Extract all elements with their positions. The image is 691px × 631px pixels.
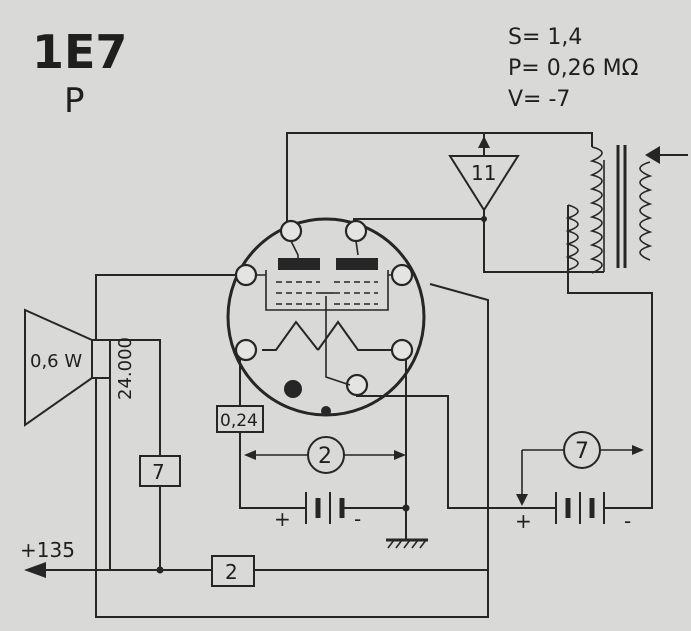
tube-pin-7 [345, 373, 369, 397]
tube-pin-5 [234, 338, 258, 362]
input-ref-label: 11 [471, 161, 496, 185]
bias-minus: - [624, 509, 631, 533]
bottom-box-label: 2 [225, 560, 238, 584]
tube-code: 1E7 [32, 25, 127, 79]
tube-key [284, 380, 302, 398]
filament-current-box: 0,24 [216, 405, 264, 433]
bias-battery: 7 + - [515, 431, 644, 533]
bottom-reference-box: 2 [211, 555, 255, 587]
tube-base: P [64, 81, 85, 121]
supply-voltage-label: +135 [20, 538, 75, 562]
speaker-power-label: 0,6 W [30, 351, 82, 372]
output-transformer [565, 145, 688, 274]
loudspeaker: 0,6 W 24.000 [24, 308, 136, 427]
bias-plus: + [515, 509, 532, 533]
filament-plus: + [274, 507, 291, 531]
filament-minus: - [354, 507, 361, 531]
tube-socket [226, 217, 426, 417]
filament-current-label: 0,24 [220, 411, 258, 431]
tube-pin-3 [234, 263, 258, 287]
tube-pin-6 [390, 338, 414, 362]
tube-pin-2 [344, 219, 368, 243]
speaker-impedance-label: 24.000 [115, 337, 136, 400]
spec-p: P= 0,26 MΩ [508, 56, 638, 81]
tube-pin-4 [390, 263, 414, 287]
tube-key-small [321, 406, 331, 416]
filament-battery-ref: 2 [318, 444, 332, 469]
spec-s: S= 1,4 [508, 25, 582, 50]
spec-v: V= -7 [508, 87, 570, 112]
ground-symbol [386, 538, 428, 549]
left-reference-box: 7 [139, 455, 181, 487]
tube-pin-1 [279, 219, 303, 243]
bias-battery-ref: 7 [575, 439, 589, 464]
wiring [24, 132, 653, 618]
left-box-label: 7 [152, 460, 165, 484]
input-reference: 11 [448, 136, 520, 212]
filament-battery: 2 + - [244, 436, 406, 531]
